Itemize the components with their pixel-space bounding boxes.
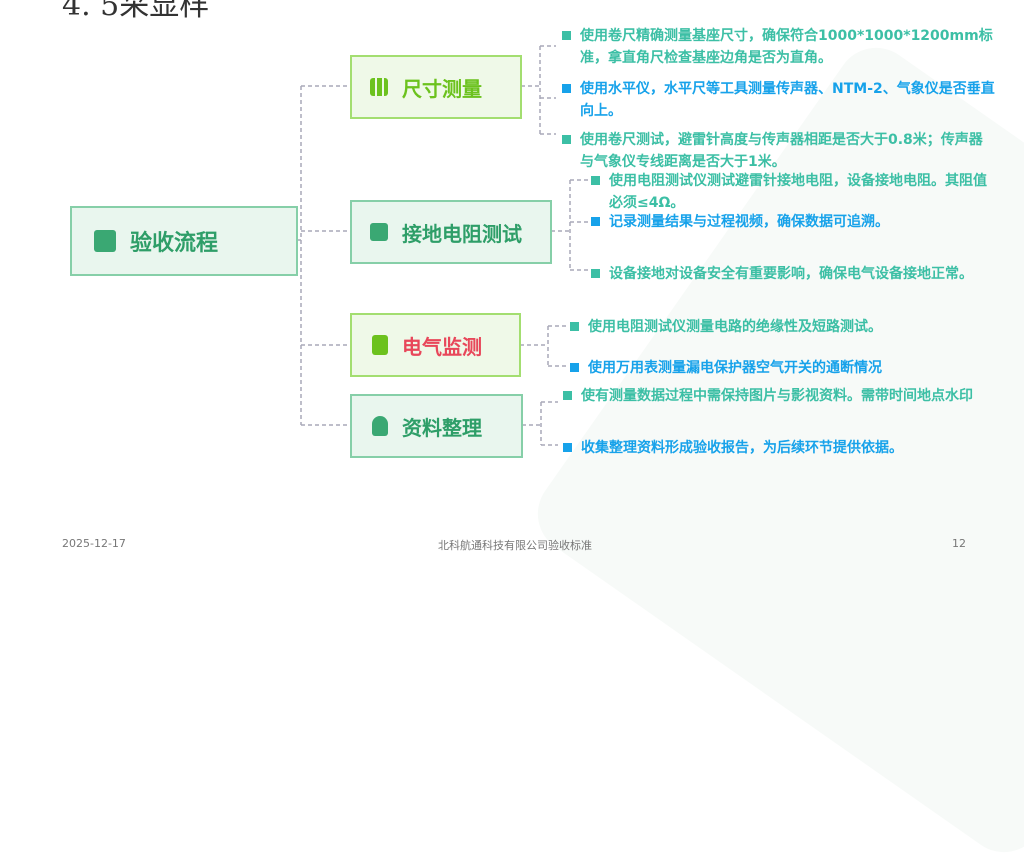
footer-company: 北科航通科技有限公司验收标准: [438, 539, 592, 552]
play-device-icon: [372, 335, 388, 355]
leaf-item: 使用卷尺精确测量基座尺寸，确保符合1000*1000*1200mm标准，拿直角尺…: [562, 25, 995, 69]
branch-label: 电气监测: [402, 334, 482, 359]
footer-date: 2025-12-17: [62, 537, 126, 550]
root-node[interactable]: 验收流程: [70, 206, 298, 276]
calendar-icon: [370, 223, 388, 241]
branch-node-electrical[interactable]: 电气监测: [350, 313, 521, 377]
leaf-item: 使用电阻测试仪测试避雷针接地电阻，设备接地电阻。其阻值必须≤4Ω。: [591, 170, 994, 214]
branch-label: 资料整理: [402, 415, 482, 440]
leaf-item: 使有测量数据过程中需保持图片与影视资料。需带时间地点水印: [563, 385, 991, 407]
leaf-item: 记录测量结果与过程视频，确保数据可追溯。: [591, 211, 994, 233]
leaf-item: 使用万用表测量漏电保护器空气开关的通断情况: [570, 357, 988, 379]
root-label: 验收流程: [130, 231, 219, 256]
page-number: 12: [952, 537, 966, 550]
branch-node-documents[interactable]: 资料整理: [350, 394, 523, 458]
slide-title: 4. 5采显样: [62, 0, 210, 23]
branch-node-size[interactable]: 尺寸测量: [350, 55, 522, 119]
leaf-item: 收集整理资料形成验收报告，为后续环节提供依据。: [563, 437, 991, 459]
branch-label: 接地电阻测试: [402, 221, 522, 246]
leaf-item: 使用水平仪，水平尺等工具测量传声器、NTM-2、气象仪是否垂直向上。: [562, 78, 995, 122]
leaf-item: 设备接地对设备安全有重要影响，确保电气设备接地正常。: [591, 263, 1009, 285]
user-search-icon: [372, 416, 388, 436]
branch-node-grounding[interactable]: 接地电阻测试: [350, 200, 552, 264]
connector-lines: [297, 45, 590, 446]
grid-calendar-icon: [370, 78, 388, 96]
branch-label: 尺寸测量: [402, 76, 482, 101]
leaf-item: 使用电阻测试仪测量电路的绝缘性及短路测试。: [570, 316, 988, 338]
leaf-item: 使用卷尺测试，避雷针高度与传声器相距是否大于0.8米；传声器与气象仪专线距离是否…: [562, 129, 995, 173]
notepad-icon: [94, 230, 116, 252]
